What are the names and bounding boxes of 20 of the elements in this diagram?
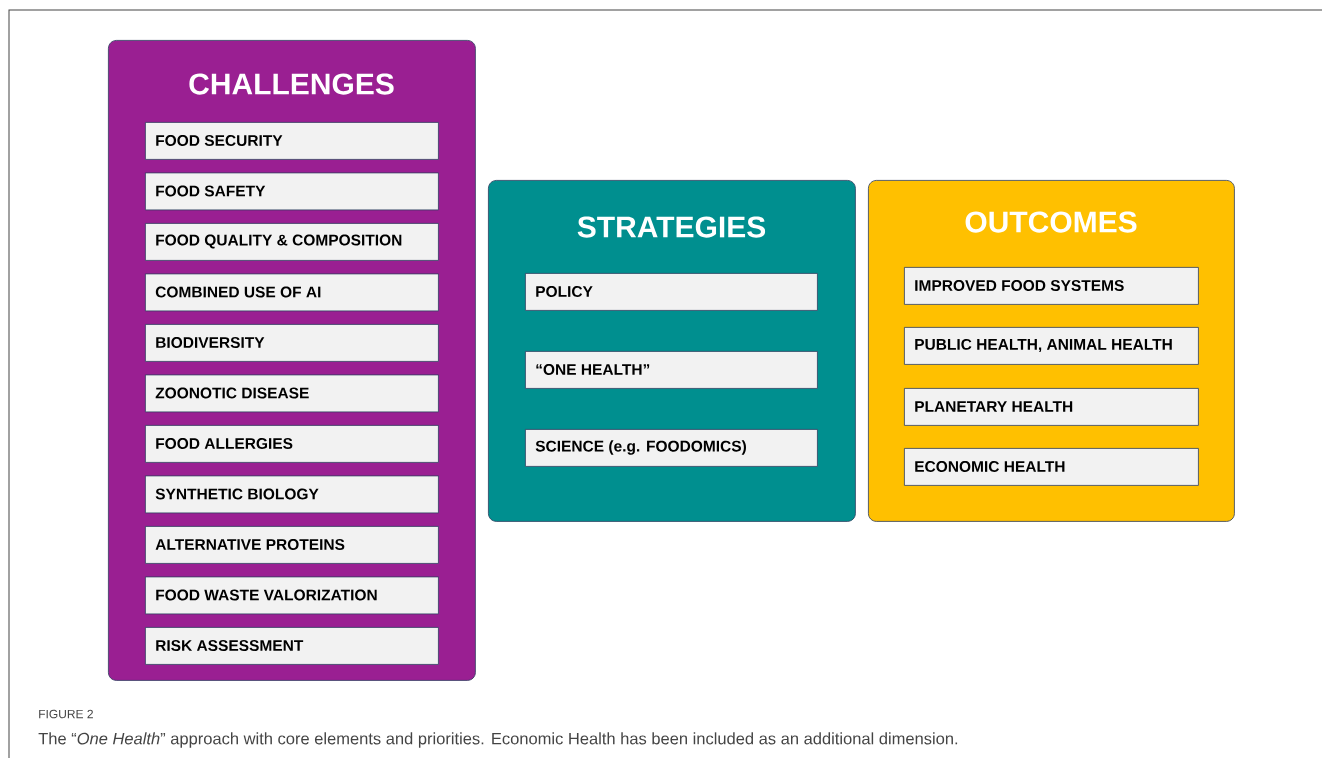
figure-label: FIGURE 2: [39, 709, 93, 719]
item-box: RISK ASSESSMENT: [145, 627, 439, 665]
item-box: PLANETARY HEALTH: [904, 388, 1199, 426]
item-box: FOOD ALLERGIES: [145, 425, 439, 463]
item-box: IMPROVED FOOD SYSTEMS: [904, 267, 1199, 305]
item-box: ALTERNATIVE PROTEINS: [145, 526, 439, 564]
item-box: SYNTHETIC BIOLOGY: [145, 475, 439, 514]
item-box: ZOONOTIC DISEASE: [145, 374, 439, 413]
item-box: SCIENCE (e.g. FOODOMICS): [525, 429, 818, 467]
item-box: FOOD SECURITY: [145, 122, 439, 160]
item-box: BIODIVERSITY: [145, 324, 439, 362]
item-box: “ONE HEALTH”: [525, 351, 818, 389]
item-box: FOOD QUALITY & COMPOSITION: [145, 223, 439, 261]
caption: The “One Health” approach with core elements and priorities. Economic Health has been included as an additional dimension.: [38, 732, 958, 748]
item-box: POLICY: [525, 273, 818, 311]
item-box: FOOD WASTE VALORIZATION: [145, 576, 439, 615]
item-box: ECONOMIC HEALTH: [904, 448, 1199, 486]
item-box: PUBLIC HEALTH, ANIMAL HEALTH: [904, 327, 1199, 365]
item-box: COMBINED USE OF AI: [145, 273, 439, 312]
item-box: FOOD SAFETY: [145, 172, 439, 211]
